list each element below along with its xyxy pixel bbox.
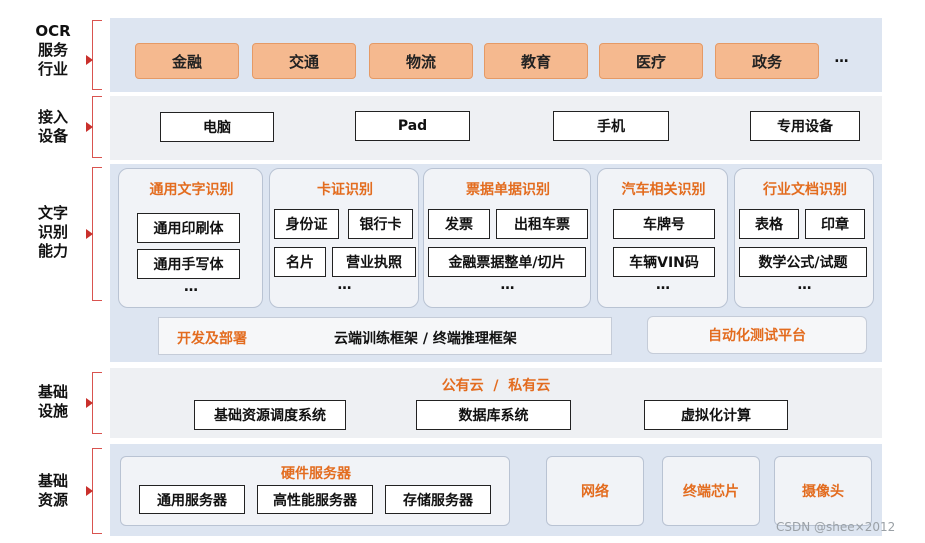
infra-scheduler: 基础资源调度系统	[194, 400, 346, 430]
card-more: …	[184, 279, 199, 295]
bracket-pointer-icon	[86, 486, 93, 496]
frameworks-label: 云端训练框架 / 终端推理框架	[334, 331, 517, 347]
card-more: …	[500, 277, 516, 293]
infra-virtualization: 虚拟化计算	[644, 400, 788, 430]
card-title: 汽车相关识别	[621, 182, 706, 198]
cloud-label: 公有云 / 私有云	[441, 378, 551, 394]
auto-test-label: 自动化测试平台	[708, 328, 806, 344]
card-item: 银行卡	[348, 209, 413, 239]
resource-label: 网络	[581, 484, 609, 500]
dev-deploy-label: 开发及部署	[177, 331, 247, 347]
layer-bracket-infrastructure	[92, 372, 102, 434]
server-high-performance: 高性能服务器	[257, 485, 373, 514]
card-title: 票据单据识别	[466, 182, 550, 198]
card-item: 营业执照	[332, 247, 416, 277]
industry-chip-logistics: 物流	[369, 43, 473, 79]
watermark: CSDN @shee×2012	[776, 520, 896, 534]
card-item: 名片	[274, 247, 326, 277]
industry-chip-government: 政务	[715, 43, 819, 79]
card-item: 发票	[428, 209, 490, 239]
card-vehicle: 汽车相关识别 车牌号 车辆VIN码 …	[597, 168, 728, 308]
infrastructure-band: 公有云 / 私有云 基础资源调度系统 数据库系统 虚拟化计算	[110, 368, 882, 438]
device-special: 专用设备	[750, 111, 860, 141]
device-pad: Pad	[355, 111, 470, 141]
card-item: 数学公式/试题	[739, 247, 867, 277]
layer-label-recognition: 文字 识别 能力	[37, 204, 68, 260]
card-id-cards: 卡证识别 身份证 银行卡 名片 营业执照 …	[269, 168, 419, 308]
card-item: 通用手写体	[137, 249, 240, 279]
bracket-pointer-icon	[86, 122, 93, 132]
card-item: 通用印刷体	[137, 213, 240, 243]
card-item: 身份证	[274, 209, 339, 239]
layer-label-infrastructure: 基础 设施	[37, 383, 68, 420]
devices-band: 电脑 Pad 手机 专用设备	[110, 96, 882, 160]
layer-bracket-recognition	[92, 167, 102, 301]
card-more: …	[337, 277, 353, 293]
card-bills: 票据单据识别 发票 出租车票 金融票据整单/切片 …	[423, 168, 591, 308]
card-item: 车牌号	[613, 209, 715, 239]
card-item: 金融票据整单/切片	[428, 247, 586, 277]
resources-band: 硬件服务器 通用服务器 高性能服务器 存储服务器 网络 终端芯片 摄像头	[110, 444, 882, 536]
bracket-pointer-icon	[86, 55, 93, 65]
layer-label-resources: 基础 资源	[37, 472, 68, 509]
hardware-title: 硬件服务器	[281, 466, 351, 482]
server-general: 通用服务器	[139, 485, 245, 514]
resource-camera: 摄像头	[774, 456, 872, 526]
resource-label: 终端芯片	[683, 484, 739, 500]
device-phone: 手机	[553, 111, 669, 141]
layer-label-ocr-industry-text: OCR 服务 行业	[35, 22, 71, 78]
hardware-panel: 硬件服务器 通用服务器 高性能服务器 存储服务器	[120, 456, 510, 526]
bracket-pointer-icon	[86, 398, 93, 408]
dev-deploy-panel: 开发及部署 云端训练框架 / 终端推理框架	[158, 317, 612, 355]
card-title: 行业文档识别	[763, 182, 847, 198]
card-item: 车辆VIN码	[613, 247, 715, 277]
industry-band: 金融 交通 物流 教育 医疗 政务 …	[110, 18, 882, 92]
infra-database: 数据库系统	[416, 400, 571, 430]
card-title: 通用文字识别	[149, 182, 234, 198]
card-more: …	[656, 277, 671, 293]
industry-more: …	[834, 50, 850, 66]
layer-bracket-access-devices	[92, 96, 102, 158]
layer-label-access-devices: 接入 设备	[37, 108, 68, 145]
resource-label: 摄像头	[802, 484, 844, 500]
industry-chip-education: 教育	[484, 43, 588, 79]
resource-network: 网络	[546, 456, 644, 526]
card-item: 表格	[739, 209, 799, 239]
card-item: 印章	[805, 209, 865, 239]
bracket-pointer-icon	[86, 229, 93, 239]
auto-test-panel: 自动化测试平台	[647, 316, 867, 354]
resource-terminal-chip: 终端芯片	[662, 456, 760, 526]
industry-chip-finance: 金融	[135, 43, 239, 79]
card-general-text: 通用文字识别 通用印刷体 通用手写体 …	[118, 168, 263, 308]
card-item: 出租车票	[496, 209, 588, 239]
layer-bracket-ocr-industry	[92, 20, 102, 90]
recognition-band: 通用文字识别 通用印刷体 通用手写体 … 卡证识别 身份证 银行卡 名片 营业执…	[110, 164, 882, 362]
card-industry-docs: 行业文档识别 表格 印章 数学公式/试题 …	[734, 168, 874, 308]
device-pc: 电脑	[160, 112, 274, 142]
card-more: …	[797, 277, 813, 293]
industry-chip-medical: 医疗	[599, 43, 703, 79]
server-storage: 存储服务器	[385, 485, 491, 514]
layer-bracket-resources	[92, 448, 102, 534]
card-title: 卡证识别	[317, 182, 373, 198]
industry-chip-transport: 交通	[252, 43, 356, 79]
